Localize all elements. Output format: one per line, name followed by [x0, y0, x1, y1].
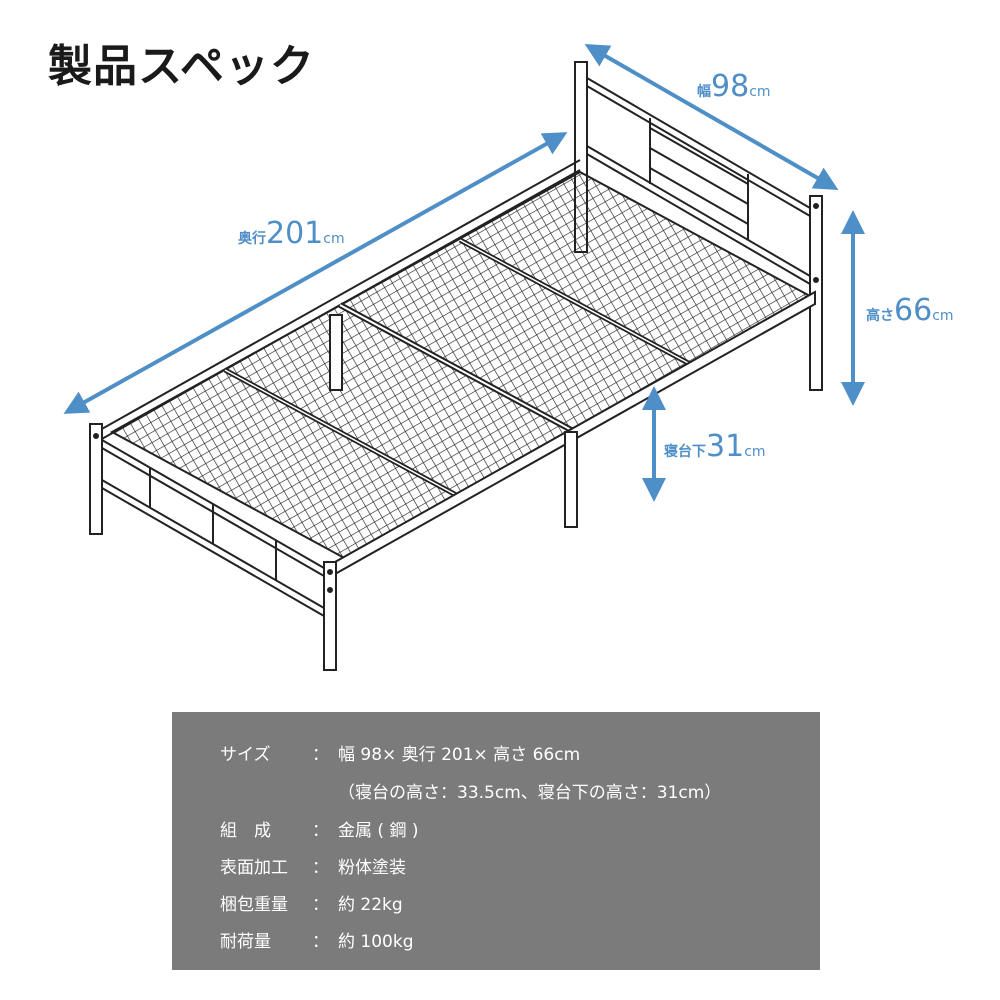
spec-row-load: 耐荷量：約 100kg	[220, 932, 414, 952]
footboard	[89, 203, 819, 671]
spec-row-size-detail: （寝台の高さ：33.5cm、寝台下の高さ：31cm）	[338, 783, 722, 803]
width-arrow	[584, 44, 839, 190]
spec-row-size: サイズ：幅 98× 奥行 201× 高さ 66cm	[220, 745, 581, 765]
spec-row-finish: 表面加工：粉体塗装	[220, 858, 406, 878]
bed-frame-illustration	[63, 44, 865, 671]
depth-label: 奥行201cm	[238, 216, 345, 251]
spec-panel: サイズ：幅 98× 奥行 201× 高さ 66cm （寝台の高さ：33.5cm、…	[172, 712, 820, 970]
depth-arrow	[63, 132, 568, 414]
page-title: 製品スペック	[48, 41, 315, 92]
width-label: 幅98cm	[697, 69, 771, 104]
dimension-arrows	[63, 44, 865, 502]
height-label: 高さ66cm	[866, 293, 954, 328]
clearance-label: 寝台下31cm	[664, 429, 766, 464]
spec-row-material: 組 成：金属 ( 鋼 )	[220, 821, 419, 841]
center-support	[329, 314, 343, 391]
spec-row-weight: 梱包重量：約 22kg	[220, 895, 403, 915]
